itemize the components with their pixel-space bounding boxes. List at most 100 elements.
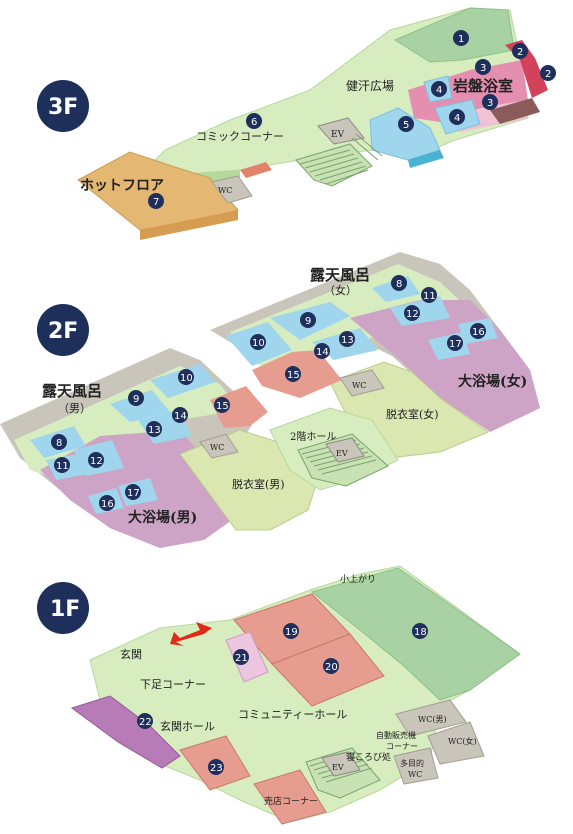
marker-13-l[interactable]: 13 (146, 421, 162, 437)
ev-1f[interactable] (321, 751, 361, 777)
marker-23[interactable]: 23 (208, 759, 224, 775)
marker-9-r[interactable]: 9 (300, 312, 316, 328)
svg-text:8: 8 (396, 279, 402, 290)
hot-floor-side (140, 210, 238, 240)
floor-badge-1f[interactable]: 1F (37, 582, 89, 634)
nekorobi-label: 寝ころび処 (346, 751, 391, 763)
rotenM-label-1: 露天風呂 (42, 382, 102, 400)
svg-text:2: 2 (517, 47, 523, 58)
wc-2f-left[interactable] (199, 433, 239, 459)
marker-1[interactable]: 1 (453, 30, 469, 46)
svg-text:4: 4 (436, 85, 442, 96)
wc-women-1f[interactable] (427, 721, 485, 765)
wc-3f[interactable] (211, 175, 253, 204)
wc-women-1f-label: WC(女) (448, 736, 477, 746)
marker-14-l[interactable]: 14 (172, 407, 188, 423)
number-markers: 1 2 2 3 3 4 4 5 6 7 8 9 10 11 12 13 14 1… (51, 30, 556, 775)
ganban-area-brown[interactable] (490, 98, 540, 124)
floor-badge-2f[interactable]: 2F (37, 304, 89, 356)
blue-room-9-l[interactable] (110, 390, 170, 422)
pink-room-15-2f-l[interactable] (210, 386, 268, 428)
shop-area[interactable] (253, 769, 327, 825)
marker-17-r[interactable]: 17 (447, 335, 463, 351)
marker-15-r[interactable]: 15 (285, 366, 301, 382)
geta-label: 下足コーナー (140, 678, 206, 691)
svg-text:9: 9 (305, 316, 311, 327)
marker-16-r[interactable]: 16 (470, 323, 486, 339)
bath-women-label: 大浴場(女) (458, 373, 527, 390)
wc-2f-right[interactable] (339, 369, 385, 397)
svg-text:13: 13 (341, 335, 354, 346)
marker-4a[interactable]: 4 (431, 81, 447, 97)
svg-text:22: 22 (139, 717, 152, 728)
marker-14-r[interactable]: 14 (314, 343, 330, 359)
multi-wc-1f[interactable] (393, 747, 439, 785)
red-small-3f (240, 162, 272, 178)
svg-text:3: 3 (480, 63, 486, 74)
marker-4b[interactable]: 4 (449, 109, 465, 125)
marker-3a[interactable]: 3 (475, 59, 491, 75)
svg-text:2: 2 (545, 69, 551, 80)
community-label: コミュニティーホール (238, 708, 347, 721)
svg-text:21: 21 (235, 653, 248, 664)
svg-text:2F: 2F (48, 319, 78, 344)
marker-20[interactable]: 20 (323, 658, 339, 674)
vending-label-1: 自動販売機 (376, 730, 416, 740)
marker-21[interactable]: 21 (233, 649, 249, 665)
svg-text:10: 10 (252, 338, 265, 349)
marker-8-l[interactable]: 8 (51, 434, 67, 450)
svg-text:15: 15 (287, 370, 300, 381)
marker-11-l[interactable]: 11 (54, 457, 70, 473)
svg-text:5: 5 (403, 120, 409, 131)
marker-2b[interactable]: 2 (540, 65, 556, 81)
svg-text:7: 7 (153, 197, 159, 208)
marker-2a[interactable]: 2 (512, 43, 528, 59)
kenkan-label: 健汗広場 (346, 79, 394, 93)
marker-8-r[interactable]: 8 (391, 275, 407, 291)
marker-9-l[interactable]: 9 (128, 390, 144, 406)
ev-3f[interactable] (317, 117, 365, 145)
svg-text:10: 10 (180, 373, 193, 384)
marker-13-r[interactable]: 13 (339, 331, 355, 347)
genkan-label: 玄関 (120, 647, 142, 661)
marker-12-l[interactable]: 12 (88, 452, 104, 468)
ev-2f-label: EV (336, 449, 348, 458)
svg-text:1: 1 (458, 34, 464, 45)
ev-2f[interactable] (325, 437, 365, 463)
marker-18[interactable]: 18 (412, 623, 428, 639)
marker-3b[interactable]: 3 (482, 94, 498, 110)
rotenM-floor[interactable] (14, 366, 240, 480)
floor-badge-3f[interactable]: 3F (37, 80, 89, 132)
rotenM-label-2: （男） (58, 402, 91, 415)
svg-text:13: 13 (148, 425, 161, 436)
marker-5[interactable]: 5 (398, 116, 414, 132)
marker-16-l[interactable]: 16 (99, 495, 115, 511)
svg-text:1F: 1F (50, 597, 80, 622)
room-22[interactable] (70, 695, 181, 769)
svg-text:8: 8 (56, 438, 62, 449)
koagari-label: 小上がり (340, 573, 376, 585)
marker-7[interactable]: 7 (148, 193, 164, 209)
marker-22[interactable]: 22 (137, 713, 153, 729)
marker-19[interactable]: 19 (283, 623, 299, 639)
svg-text:12: 12 (90, 456, 103, 467)
svg-text:3: 3 (487, 98, 493, 109)
svg-text:11: 11 (56, 461, 69, 472)
hot-floor-label: ホットフロア (80, 178, 164, 194)
marker-11-r[interactable]: 11 (421, 287, 437, 303)
floor-2f: 露天風呂 （女） 露天風呂 （男） 大浴場(女) 大浴場(男) 脱衣室(女) 脱… (0, 252, 540, 548)
blue-room-12-r[interactable] (390, 296, 450, 326)
svg-text:18: 18 (414, 627, 427, 638)
genkan-hall-label: 玄関ホール (160, 719, 215, 733)
svg-text:14: 14 (316, 347, 329, 358)
marker-12-r[interactable]: 12 (404, 305, 420, 321)
marker-15-l[interactable]: 15 (214, 397, 230, 413)
ganban-label: 岩盤浴室 (452, 77, 513, 95)
marker-6[interactable]: 6 (246, 113, 262, 129)
marker-17-l[interactable]: 17 (125, 484, 141, 500)
marker-10-r[interactable]: 10 (250, 334, 266, 350)
wc-men-1f[interactable] (395, 699, 467, 737)
marker-10-l[interactable]: 10 (178, 369, 194, 385)
svg-text:17: 17 (127, 488, 140, 499)
